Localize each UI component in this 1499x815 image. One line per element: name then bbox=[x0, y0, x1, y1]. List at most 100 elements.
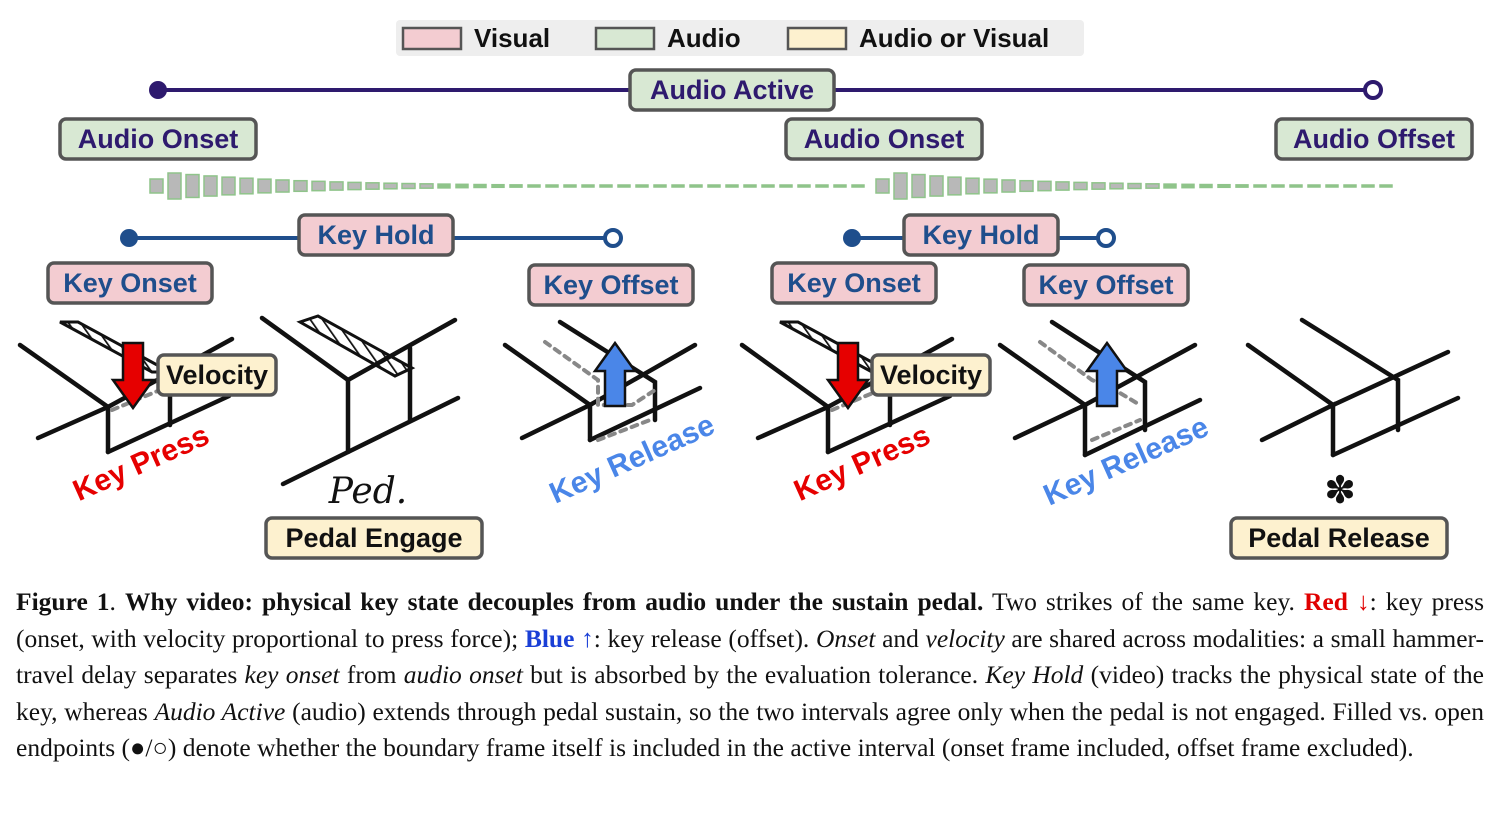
pedal-release-label: Pedal Release bbox=[1248, 523, 1430, 553]
figure-caption: Figure 1. Why video: physical key state … bbox=[16, 587, 1485, 763]
caption-text: are shared across modalities: a small ha… bbox=[16, 623, 1484, 690]
audio-onset-label-1: Audio Onset bbox=[78, 124, 239, 154]
waveform-bar bbox=[1325, 184, 1339, 188]
filled-endpoint-icon bbox=[120, 229, 138, 247]
key-hold-label-1: Key Hold bbox=[317, 220, 434, 250]
key-front bbox=[280, 377, 351, 487]
key-bottom-edge bbox=[1082, 397, 1203, 458]
velocity-label-1: Velocity bbox=[166, 360, 268, 390]
waveform-bar bbox=[149, 178, 164, 194]
dashed-key-outline bbox=[596, 418, 652, 442]
waveform-bar bbox=[383, 182, 398, 190]
key-hold-box-1 bbox=[297, 213, 455, 257]
key-press-label-2: Key Press bbox=[789, 419, 935, 508]
audio-waveform bbox=[149, 172, 1393, 200]
waveform-bar bbox=[983, 178, 998, 194]
legend-swatch-audio bbox=[594, 26, 656, 51]
pedal-engage-box bbox=[264, 516, 484, 560]
waveform-bar bbox=[1145, 183, 1160, 189]
waveform-bar bbox=[851, 184, 865, 188]
waveform-bar bbox=[617, 184, 631, 188]
key-side bbox=[1049, 319, 1148, 433]
velocity-label-2: Velocity bbox=[880, 360, 982, 390]
key-onset-label-1: Key Onset bbox=[63, 268, 197, 298]
key-side bbox=[1299, 317, 1401, 433]
waveform-bar bbox=[761, 184, 775, 188]
caption-text: (video) tracks the physical state of the… bbox=[16, 660, 1484, 726]
waveform-bar bbox=[581, 184, 595, 188]
waveform-bar bbox=[563, 184, 577, 188]
audio-onset-label-2: Audio Onset bbox=[804, 124, 965, 154]
waveform-bar bbox=[365, 182, 380, 190]
key-front bbox=[1259, 401, 1336, 458]
waveform-bar bbox=[1307, 184, 1321, 188]
open-endpoint-icon bbox=[1096, 228, 1116, 248]
waveform-bar bbox=[491, 183, 505, 189]
velocity-box-2 bbox=[870, 353, 992, 397]
key-offset-label-1: Key Offset bbox=[543, 270, 678, 300]
waveform-bar bbox=[689, 184, 703, 188]
waveform-bar bbox=[797, 184, 811, 188]
caption-emphasis: velocity bbox=[925, 623, 1005, 653]
caption-text: Two strikes of the same key. bbox=[983, 587, 1295, 616]
waveform-bar bbox=[635, 184, 649, 188]
waveform-bar bbox=[185, 173, 200, 199]
waveform-bar bbox=[1181, 183, 1195, 189]
caption-emphasis: key onset bbox=[244, 660, 340, 689]
velocity-box-1 bbox=[156, 353, 278, 397]
legend-label-audio: Audio bbox=[667, 23, 741, 53]
caption-emphasis: Onset bbox=[815, 623, 876, 653]
dashed-key-outline bbox=[543, 340, 657, 407]
caption-text: from bbox=[339, 660, 404, 689]
panel-key-release-1 bbox=[502, 319, 703, 443]
waveform-bar bbox=[779, 184, 793, 188]
waveform-bar bbox=[1361, 184, 1375, 188]
panel-pedal-engage bbox=[259, 314, 461, 487]
pedal-release-mark-icon: ✽ bbox=[1324, 468, 1356, 512]
key-top-edge bbox=[1245, 342, 1451, 408]
up-arrow-icon bbox=[1084, 340, 1130, 408]
held-key-hatch bbox=[296, 314, 416, 378]
down-arrow-icon bbox=[110, 341, 156, 411]
up-arrow-icon bbox=[592, 340, 638, 408]
waveform-bar bbox=[1091, 182, 1106, 190]
waveform-bar bbox=[221, 176, 236, 196]
caption-emphasis: Audio Active bbox=[154, 696, 286, 726]
waveform-bar bbox=[743, 184, 757, 188]
pedal-diagram: Visual Audio Audio or Visual Audio Activ… bbox=[17, 20, 1474, 560]
waveform-bar bbox=[929, 175, 944, 197]
caption-title: Why video: physical key state decouples … bbox=[124, 587, 984, 616]
waveform-bar bbox=[893, 172, 908, 200]
waveform-bar bbox=[437, 183, 451, 189]
pedal-engage-label: Pedal Engage bbox=[285, 523, 462, 553]
waveform-bar bbox=[911, 173, 926, 199]
waveform-bar bbox=[509, 184, 523, 188]
key-offset-label-2: Key Offset bbox=[1038, 270, 1173, 300]
audio-active-label: Audio Active bbox=[650, 75, 814, 105]
waveform-bar bbox=[599, 184, 613, 188]
waveform-bar bbox=[275, 179, 290, 193]
audio-onset-box-1 bbox=[58, 117, 258, 161]
key-front bbox=[755, 403, 831, 455]
waveform-bar bbox=[833, 184, 847, 188]
waveform-bar bbox=[1235, 184, 1249, 188]
waveform-bar bbox=[419, 183, 434, 189]
caption-emphasis: audio onset bbox=[403, 660, 523, 689]
key-hold-interval-1: Key Hold bbox=[120, 213, 623, 257]
waveform-bar bbox=[1127, 182, 1142, 190]
waveform-bar bbox=[329, 181, 344, 191]
legend-label-visual: Visual bbox=[474, 23, 550, 53]
caption-blue-label: Blue ↑ bbox=[524, 623, 594, 653]
waveform-bar bbox=[965, 177, 980, 195]
filled-endpoint-icon bbox=[843, 229, 861, 247]
audio-active-box bbox=[628, 68, 836, 112]
waveform-bar bbox=[455, 183, 469, 189]
legend-background bbox=[396, 20, 1084, 56]
caption-text: (audio) extends through pedal sustain, s… bbox=[16, 696, 1484, 763]
audio-boundaries: Audio Onset Audio Onset Audio Offset bbox=[58, 117, 1474, 161]
waveform-bar bbox=[707, 184, 721, 188]
waveform-bar bbox=[1037, 180, 1052, 192]
waveform-bar bbox=[1253, 184, 1267, 188]
audio-offset-box bbox=[1274, 117, 1474, 161]
audio-onset-box-2 bbox=[784, 117, 984, 161]
